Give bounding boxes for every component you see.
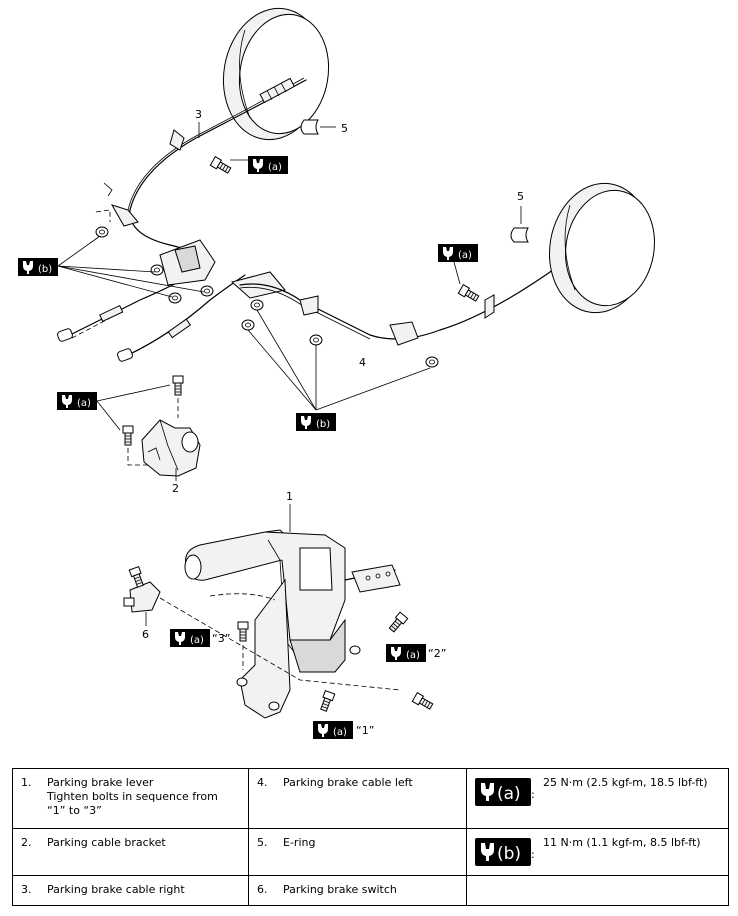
sequence-3: “3” <box>212 632 230 645</box>
parking-cable-bracket <box>96 375 201 477</box>
parking-brake-cable-right <box>103 77 307 263</box>
callouts: 3 5 5 4 2 1 6 <box>142 108 524 641</box>
torque-badge-b-legend: (b) <box>475 838 531 867</box>
legend-torque-a: (a) : 25 N·m (2.5 kgf-m, 18.5 lbf-ft) <box>466 767 729 830</box>
legend-item-6: 6.Parking brake switch <box>248 874 467 907</box>
svg-text:(b): (b) <box>316 419 330 430</box>
cable-equalizer-bracket <box>95 209 286 299</box>
svg-text:(b): (b) <box>497 844 521 864</box>
torque-badge-a-6: (a) <box>313 721 353 739</box>
torque-badge-a-4: (a) <box>170 629 210 647</box>
svg-text:(a): (a) <box>406 650 420 661</box>
legend-item-3: 3.Parking brake cable right <box>12 874 249 907</box>
torque-badges: (a) (b) (a) (a) (b) (a) (a) (a) <box>18 156 478 739</box>
torque-badge-a-3: (a) <box>57 392 97 410</box>
svg-text:(a): (a) <box>458 250 472 261</box>
torque-badge-a-5: (a) <box>386 644 426 662</box>
fasteners-upper <box>57 156 481 411</box>
torque-badge-a-2: (a) <box>438 244 478 262</box>
legend-item-2: 2.Parking cable bracket <box>12 828 249 876</box>
sequence-2: “2” <box>428 647 446 660</box>
legend-torque-b: (b) : 11 N·m (1.1 kgf-m, 8.5 lbf-ft) <box>466 828 729 876</box>
legend-empty-cell <box>466 874 729 907</box>
callout-4: 4 <box>359 356 366 369</box>
parking-brake-cable-left <box>239 249 591 346</box>
callout-5-upper: 5 <box>341 122 348 135</box>
rear-cable-ends <box>57 269 246 362</box>
parking-brake-lever <box>159 529 401 719</box>
parking-brake-exploded-diagram: 3 5 5 4 2 1 6 (a) (b) (a) (a) (b) <box>18 7 655 739</box>
torque-badge-b-1: (b) <box>18 258 58 276</box>
callout-5-right: 5 <box>517 190 524 203</box>
parking-brake-switch <box>123 566 161 613</box>
brake-drum-right <box>222 7 330 141</box>
sequence-1: “1” <box>356 724 374 737</box>
brake-drum-left <box>548 182 655 314</box>
svg-text:(a): (a) <box>268 162 282 173</box>
e-ring-upper <box>300 119 336 135</box>
e-ring-right <box>510 206 529 243</box>
lever-bolts <box>237 611 435 713</box>
callout-1: 1 <box>286 490 293 503</box>
torque-badge-a-1: (a) <box>248 156 288 174</box>
legend-item-4: 4.Parking brake cable left <box>248 767 467 830</box>
callout-6: 6 <box>142 628 149 641</box>
svg-text:(a): (a) <box>190 635 204 646</box>
callout-3: 3 <box>195 108 202 121</box>
svg-text:(b): (b) <box>38 264 52 275</box>
bolt-sequence-labels: “3” “2” “1” <box>212 632 446 737</box>
svg-text:(a): (a) <box>77 398 91 409</box>
svg-text:(a): (a) <box>497 784 521 804</box>
torque-badge-b-2: (b) <box>296 413 336 431</box>
torque-badge-a-legend: (a) <box>475 778 531 806</box>
svg-text:(a): (a) <box>333 727 347 738</box>
legend-item-5: 5.E-ring <box>248 828 467 876</box>
callout-2: 2 <box>172 482 179 495</box>
